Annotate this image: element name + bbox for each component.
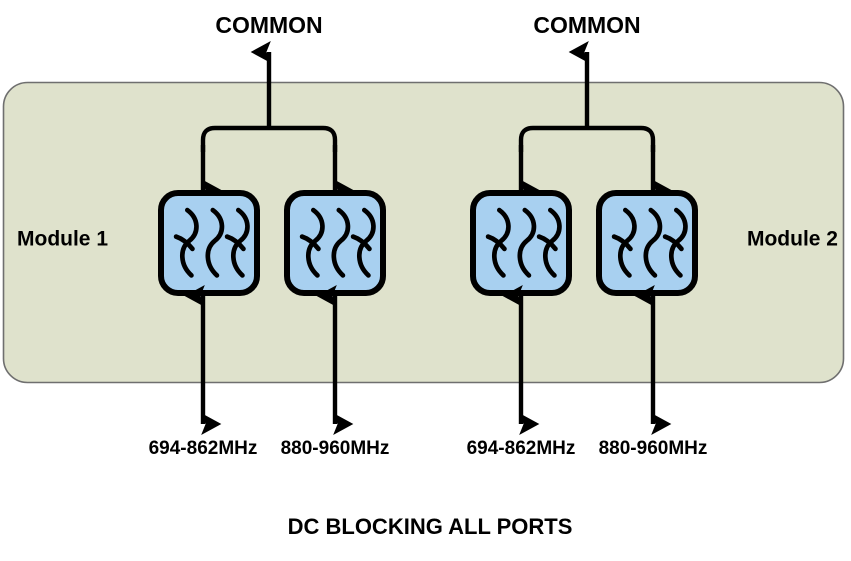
filter-box-module-2-880-960[interactable] [596, 190, 698, 296]
filter-box-module-1-880-960[interactable] [284, 190, 386, 296]
port-label-module-2-880-960: 880-960MHz [599, 438, 708, 459]
splitter-bracket-module-2 [518, 125, 656, 152]
common-label-module-2: COMMON [533, 12, 640, 38]
splitter-bracket-module-1 [200, 125, 338, 152]
filter-box-module-1-694-862[interactable] [158, 190, 260, 296]
module-label-1: Module 1 [17, 228, 108, 251]
port-label-module-1-880-960: 880-960MHz [281, 438, 390, 459]
diagram-caption: DC BLOCKING ALL PORTS [288, 514, 573, 539]
module-label-2: Module 2 [747, 228, 838, 251]
port-label-module-2-694-862: 694-862MHz [467, 438, 576, 459]
port-label-module-1-694-862: 694-862MHz [149, 438, 258, 459]
common-label-module-1: COMMON [215, 12, 322, 38]
module-enclosure-panel [2, 81, 845, 384]
filter-box-module-2-694-862[interactable] [470, 190, 572, 296]
